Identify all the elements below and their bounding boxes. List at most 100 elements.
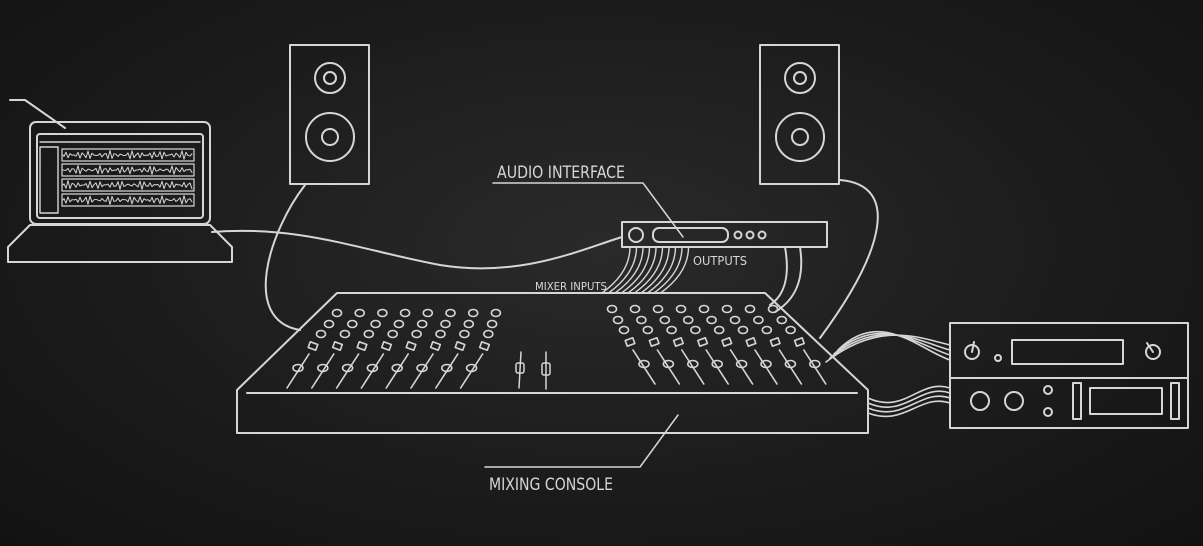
- waveform: [62, 150, 193, 160]
- rack-cable: [867, 390, 951, 408]
- knob: [435, 329, 446, 339]
- mixer-input-cable: [607, 246, 638, 294]
- button: [745, 337, 757, 347]
- button: [405, 341, 417, 351]
- knob: [393, 319, 405, 329]
- outputs-label: OUTPUTS: [693, 254, 747, 268]
- rack-cable: [825, 334, 951, 363]
- knob: [490, 308, 502, 318]
- knob: [698, 304, 710, 314]
- rack-cable: [867, 385, 951, 404]
- button: [331, 341, 344, 351]
- mixer-input-cable: [601, 246, 631, 294]
- waveform: [62, 195, 193, 205]
- audio-interface: AUDIO INTERFACE OUTPUTS MIXER INPUTS: [492, 163, 828, 293]
- knob: [422, 308, 434, 318]
- mixer-input-cable: [646, 246, 677, 294]
- knob: [387, 329, 399, 339]
- knob: [776, 315, 788, 325]
- waveform: [62, 180, 193, 190]
- knob: [606, 304, 618, 314]
- fader-cap: [316, 363, 329, 373]
- fader-cap: [808, 359, 821, 369]
- audio-interface-label: AUDIO INTERFACE: [497, 163, 625, 183]
- button: [356, 341, 368, 351]
- knob: [377, 308, 388, 318]
- button: [624, 337, 636, 347]
- fader-cap: [784, 359, 797, 369]
- knob: [399, 308, 411, 318]
- knob: [331, 308, 343, 318]
- button: [429, 341, 442, 351]
- knob: [482, 329, 494, 339]
- button: [454, 341, 466, 351]
- knob: [659, 315, 671, 325]
- knob: [666, 325, 677, 335]
- knob: [323, 319, 335, 329]
- rack-cable: [829, 334, 951, 359]
- mixing-console: MIXING CONSOLE: [236, 292, 869, 495]
- knob: [411, 329, 422, 339]
- fader-cap: [366, 363, 379, 373]
- knob: [339, 329, 351, 339]
- fader-cap: [735, 359, 748, 369]
- knob: [706, 315, 717, 325]
- knob: [721, 304, 733, 314]
- mixer-input-cable: [633, 246, 664, 294]
- mixer-input-cable: [659, 246, 690, 294]
- knob: [636, 315, 647, 325]
- waveform: [62, 165, 193, 175]
- knob: [767, 304, 779, 314]
- knob: [416, 319, 428, 329]
- daw-tracks: [61, 148, 195, 207]
- button: [648, 337, 660, 347]
- knob: [642, 325, 654, 335]
- knob: [713, 325, 725, 335]
- knob: [445, 308, 456, 318]
- button: [793, 337, 805, 347]
- knob: [486, 319, 498, 329]
- button: [672, 337, 684, 347]
- button: [380, 341, 393, 351]
- fader-cap: [440, 363, 453, 373]
- speaker-right: [759, 44, 840, 185]
- mixer-input-cable: [627, 246, 657, 294]
- mixing-console-label: MIXING CONSOLE: [489, 475, 613, 495]
- track-lane: [61, 163, 195, 177]
- knob: [753, 315, 764, 325]
- knob: [612, 315, 624, 325]
- speaker-left: [289, 44, 370, 185]
- knob: [354, 308, 366, 318]
- mixer-input-cable: [640, 246, 670, 294]
- knob: [675, 304, 687, 314]
- knob: [690, 325, 701, 335]
- fader-cap: [391, 363, 404, 373]
- knob: [682, 315, 694, 325]
- button: [721, 337, 733, 347]
- mixer-inputs-label: MIXER INPUTS: [535, 280, 607, 293]
- track-lane: [61, 178, 195, 192]
- knob: [315, 329, 327, 339]
- knob: [346, 319, 358, 329]
- fader-cap: [341, 363, 354, 373]
- knob: [459, 329, 470, 339]
- knob: [467, 308, 479, 318]
- fader-cap: [760, 359, 772, 369]
- button: [697, 337, 709, 347]
- rack-cable: [837, 330, 951, 361]
- track-lane: [61, 193, 195, 207]
- knob: [785, 325, 796, 335]
- knob: [744, 304, 756, 314]
- rack-cable: [867, 400, 951, 418]
- fader-cap: [292, 363, 304, 373]
- knob: [370, 319, 381, 329]
- knob: [440, 319, 451, 329]
- knob: [652, 304, 664, 314]
- knob: [618, 325, 630, 335]
- button: [769, 337, 781, 347]
- fader-cap: [416, 363, 428, 373]
- laptop: [7, 99, 233, 263]
- laptop-leader-line: [9, 99, 66, 129]
- track-lane: [61, 148, 195, 162]
